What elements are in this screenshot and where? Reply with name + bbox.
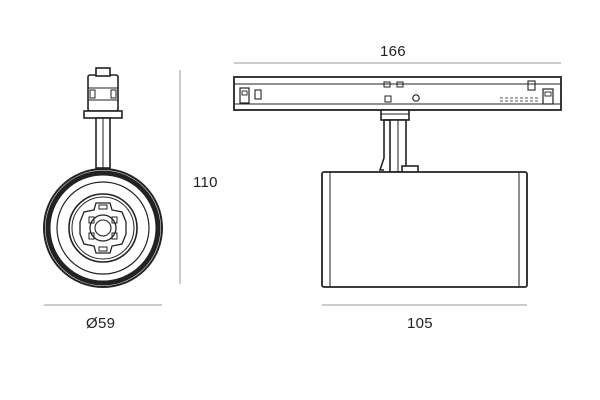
side-stem [378,119,419,174]
diameter-label: Ø59 [86,315,116,332]
height-label: 110 [193,174,218,191]
track-rail [233,76,562,111]
stem [95,117,111,169]
front-view [43,67,163,288]
side-view [233,76,562,288]
overall-length-label: 166 [380,43,406,60]
rail-connector [380,109,410,121]
cylinder-body [321,171,528,288]
round-head [43,168,163,288]
adapter-block [83,67,123,119]
dimension-lines-front [44,70,181,306]
dimension-lines-side [234,62,561,306]
head-length-label: 105 [407,315,433,332]
